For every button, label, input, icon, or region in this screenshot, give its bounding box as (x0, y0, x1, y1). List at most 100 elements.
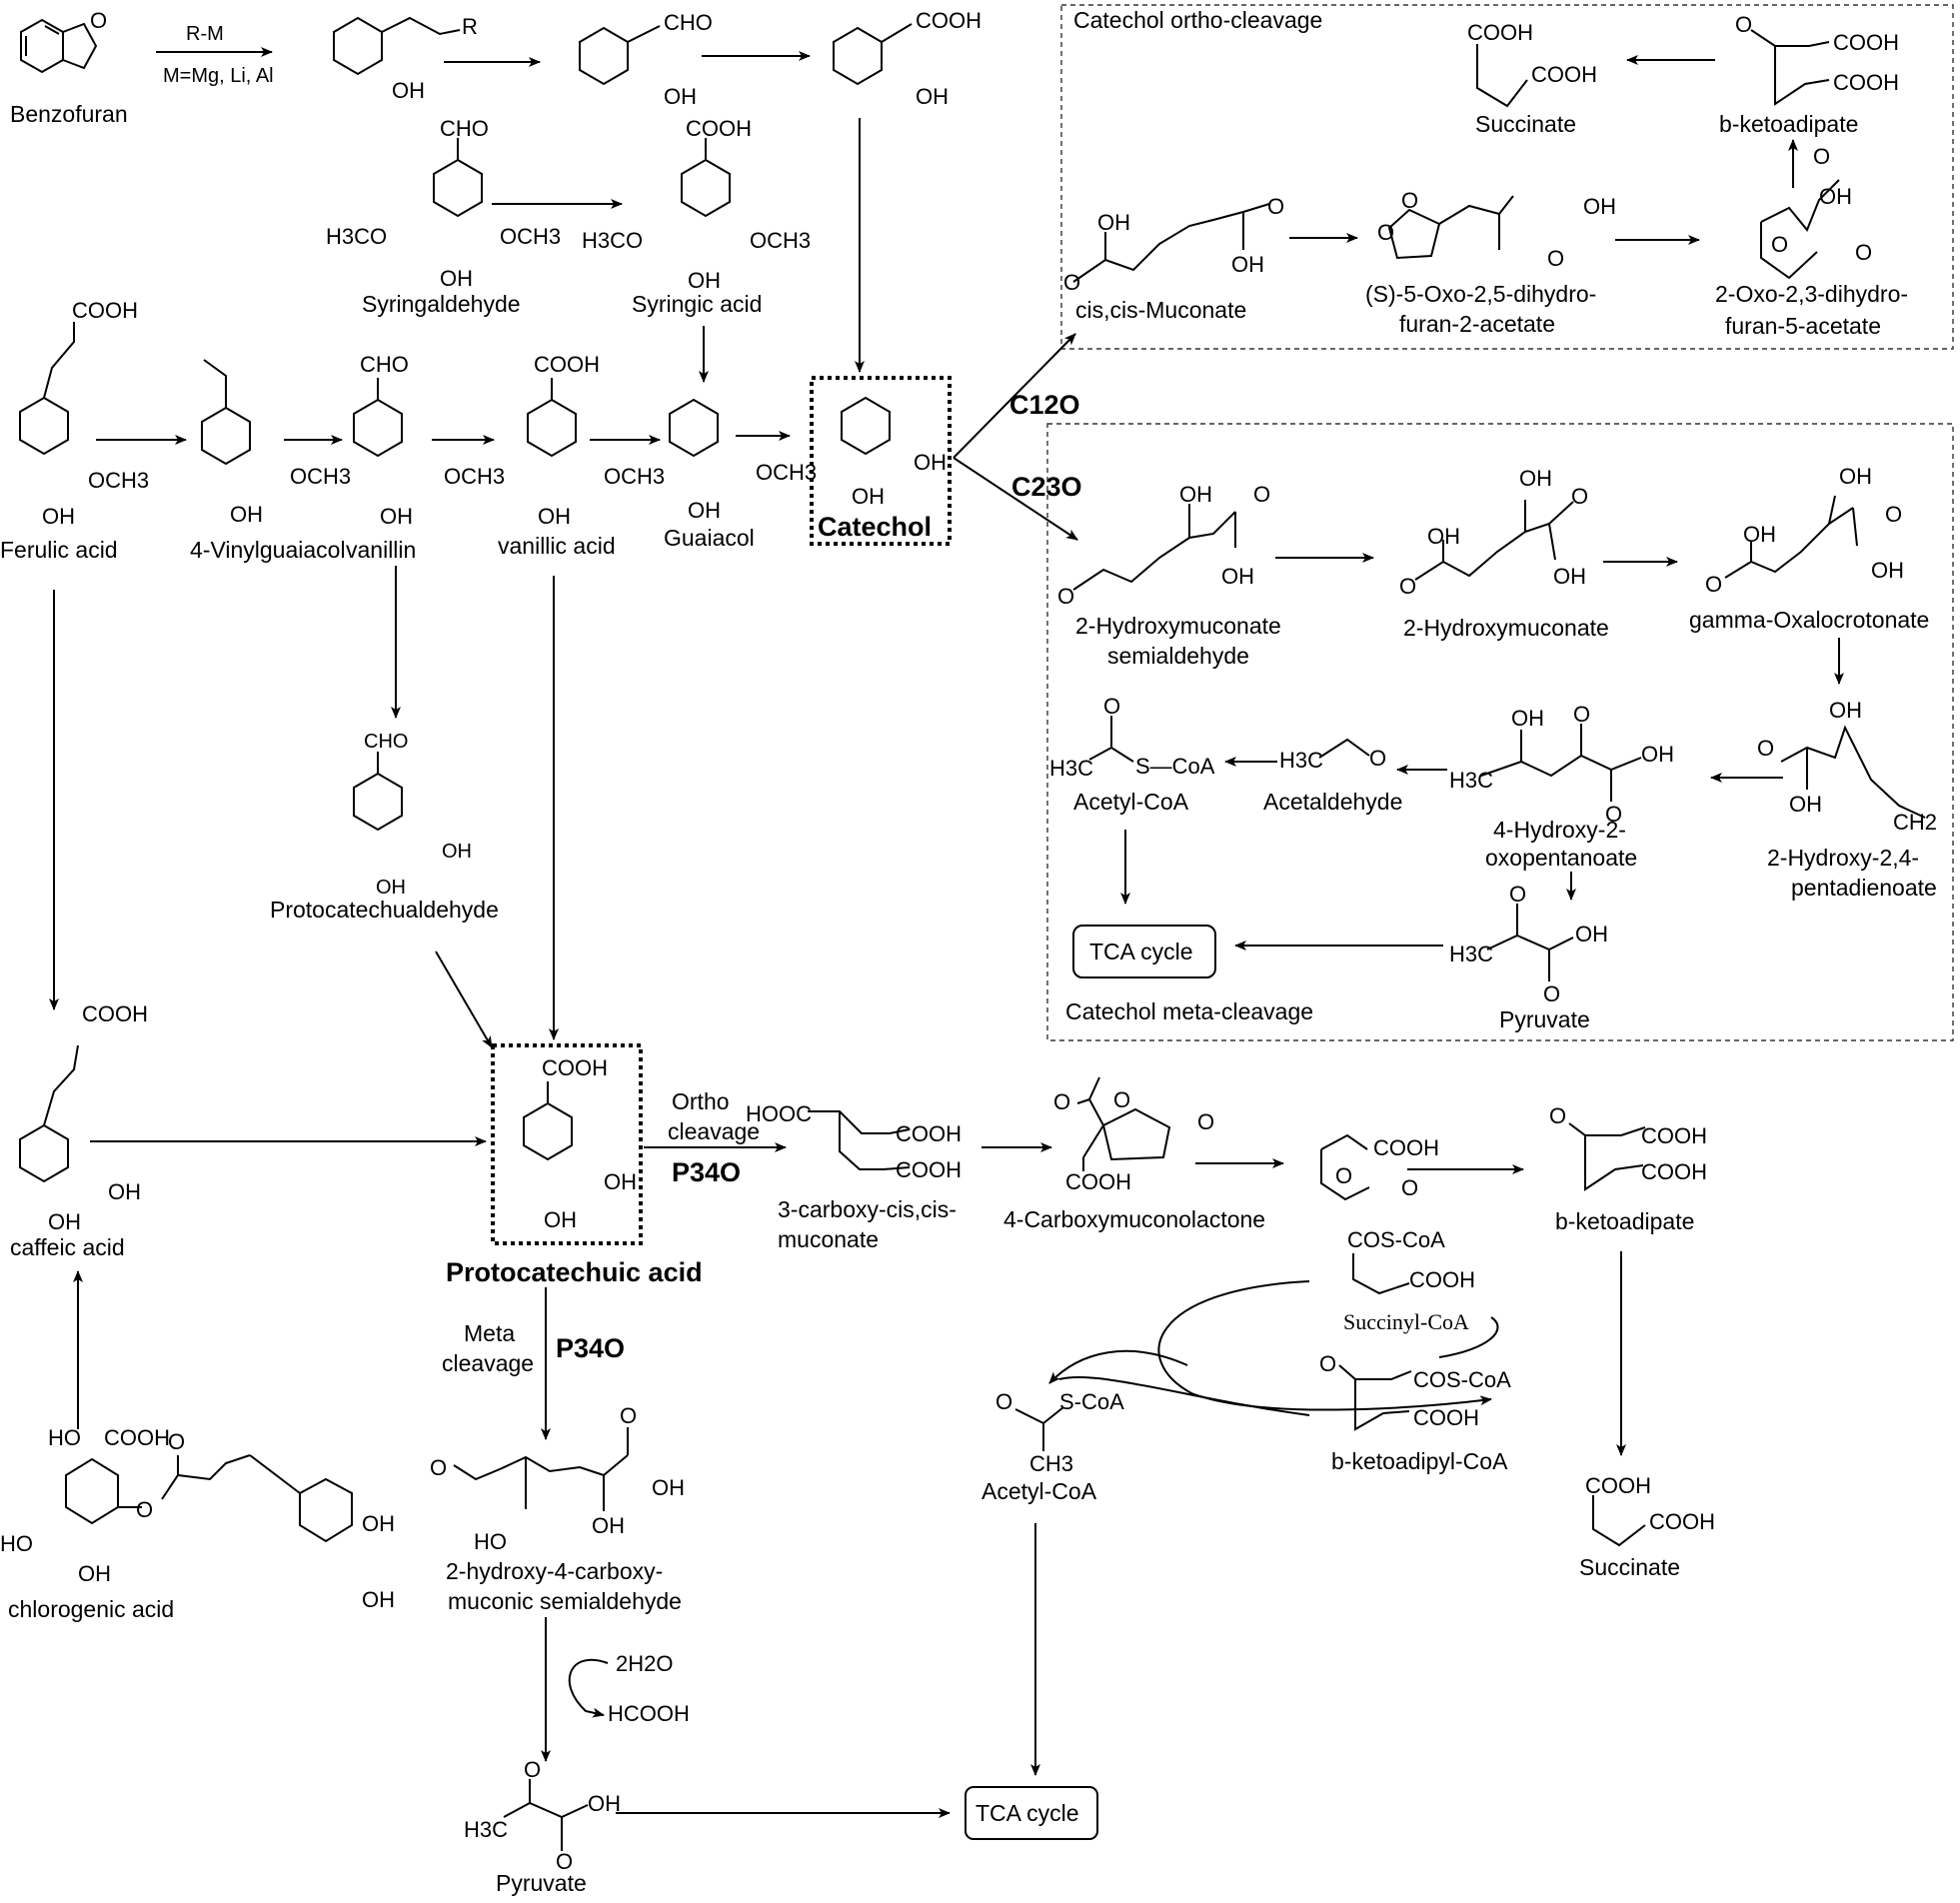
oxo-group: O (1053, 1089, 1070, 1114)
cho-group: CHO (360, 352, 409, 377)
vanillin-structure (353, 378, 403, 458)
ho-group: HO (474, 1529, 507, 1554)
oh-group: OH (1839, 464, 1872, 489)
pyruvate-bottom-label: Pyruvate (496, 1870, 587, 1896)
oh-group: OH (688, 268, 721, 293)
oxo25-label-2: furan-2-acetate (1399, 311, 1555, 337)
caffeic-acid-structure (19, 1044, 79, 1183)
cis-cis-muconate-structure (1072, 203, 1270, 283)
oh-group: OH (42, 504, 75, 529)
succinate-top-label: Succinate (1475, 111, 1576, 137)
vinylguaiacol-label: 4-Vinylguaiacol (190, 537, 346, 563)
oh-group: OH (392, 78, 425, 103)
acetaldehyde-label: Acetaldehyde (1263, 789, 1402, 815)
oxo-group: O (1813, 144, 1830, 169)
benzofuran-o-label: O (90, 8, 107, 33)
hpd-label-2: pentadienoate (1791, 875, 1937, 901)
ring-o-label: O (1771, 232, 1788, 257)
ho-group: HO (48, 1425, 81, 1450)
hop-label-2: oxopentanoate (1485, 845, 1637, 871)
arrow-catechol-to-hms (953, 457, 1078, 541)
och3-group: OCH3 (756, 460, 817, 485)
cccm-label-2: muconate (778, 1226, 879, 1252)
protocatechualdehyde-structure (353, 752, 403, 832)
cis-cis-muconate-label: cis,cis-Muconate (1075, 297, 1246, 323)
hop-structure (1480, 724, 1642, 802)
cooh-group: COOH (1373, 1135, 1439, 1160)
h3c-group: H3C (1049, 756, 1093, 781)
h3c-group: H3C (1449, 768, 1493, 793)
oh-group: OH (362, 1587, 395, 1612)
oh-group: OH (362, 1511, 395, 1536)
acetyl-coa-bottom-structure (1014, 1406, 1064, 1451)
oh-group: OH (538, 504, 571, 529)
ring-o-label: O (1401, 188, 1418, 213)
oxo-group: O (1063, 270, 1080, 295)
oxo-group: O (1197, 1109, 1214, 1134)
oxo-group: O (1885, 502, 1902, 527)
hcms-structure (453, 1427, 629, 1511)
cycle-upper-tail (1438, 1316, 1499, 1358)
oh-group: OH (688, 498, 721, 523)
oh-group: OH (1829, 698, 1862, 723)
oh-group: OH (1553, 564, 1586, 589)
cccm-label-1: 3-carboxy-cis,cis- (778, 1196, 957, 1222)
cooh-group: COOH (1649, 1509, 1715, 1534)
cycle-lower-tail (1058, 1376, 1310, 1416)
acetyl-coa-top-structure (1088, 716, 1134, 763)
oh-group: OH (1871, 558, 1904, 583)
oxo-group: O (1253, 482, 1270, 507)
benzofuran-structure (20, 18, 98, 74)
caffeic-acid-label: caffeic acid (10, 1234, 125, 1260)
ring-o-label: O (1335, 1163, 1352, 1188)
hooc-group: HOOC (746, 1101, 812, 1126)
catechol-structure (841, 396, 891, 456)
h3co-group: H3CO (582, 228, 643, 253)
ch3-group: CH3 (1029, 1451, 1073, 1476)
och3-group: OCH3 (750, 228, 811, 253)
oxo-group: O (1319, 1351, 1336, 1376)
cooh-group: COOH (534, 352, 600, 377)
catechol-label: Catechol (818, 512, 932, 542)
cooh-group: COOH (896, 1157, 962, 1182)
oxo-group: O (1057, 584, 1074, 609)
oh-group: OH (588, 1791, 621, 1816)
syringic-acid-label: Syringic acid (632, 291, 762, 317)
arrow-to-acetyl-coa-bottom (1048, 1349, 1188, 1384)
hms-label-1: 2-Hydroxymuconate (1075, 613, 1281, 639)
oxo-group: O (1369, 746, 1386, 771)
h3c-group: H3C (1279, 748, 1323, 773)
vanillic-acid-label: vanillic acid (498, 533, 616, 559)
acetyl-coa-top-label: Acetyl-CoA (1073, 789, 1189, 815)
hydroxymuconate-label: 2-Hydroxymuconate (1403, 615, 1609, 641)
meta-cleavage-region (1046, 423, 1954, 1041)
cooh-group: COOH (1833, 30, 1899, 55)
cooh-group: COOH (1065, 1169, 1131, 1194)
bketoadipate-top-structure (1750, 29, 1830, 106)
tca-cycle-bottom-label: TCA cycle (976, 1800, 1079, 1826)
oh-group: OH (544, 1207, 577, 1232)
oh-group: OH (1427, 524, 1460, 549)
och3-group: OCH3 (500, 224, 561, 249)
oxo-group: O (1605, 802, 1622, 827)
oxo25-label-1: (S)-5-Oxo-2,5-dihydro- (1365, 281, 1596, 307)
reagent-label: R-M (186, 23, 224, 45)
guaiacol-structure (669, 398, 719, 458)
syringic-acid-structure (681, 138, 731, 218)
meta-cleavage-title: Catechol meta-cleavage (1065, 998, 1313, 1024)
bketoadipyl-coa-label: b-ketoadipyl-CoA (1331, 1448, 1508, 1474)
vanillic-acid-structure (527, 378, 577, 458)
scoa-group: S-CoA (1059, 1389, 1124, 1414)
oh-group: OH (440, 266, 473, 291)
oh-group: OH (1575, 922, 1608, 947)
cooh-group: COOH (1641, 1123, 1707, 1148)
c23o-enzyme: C23O (1011, 472, 1082, 502)
p34o-meta-enzyme: P34O (556, 1333, 625, 1363)
cooh-group: COOH (1413, 1405, 1479, 1430)
side-reaction-arc (568, 1658, 609, 1718)
oh-group: OH (230, 502, 263, 527)
vanillin-label: vanillin (346, 537, 416, 563)
oh-group: OH (1743, 522, 1776, 547)
oxo-group: O (1543, 981, 1560, 1006)
pyruvate-top-structure (1486, 904, 1574, 981)
